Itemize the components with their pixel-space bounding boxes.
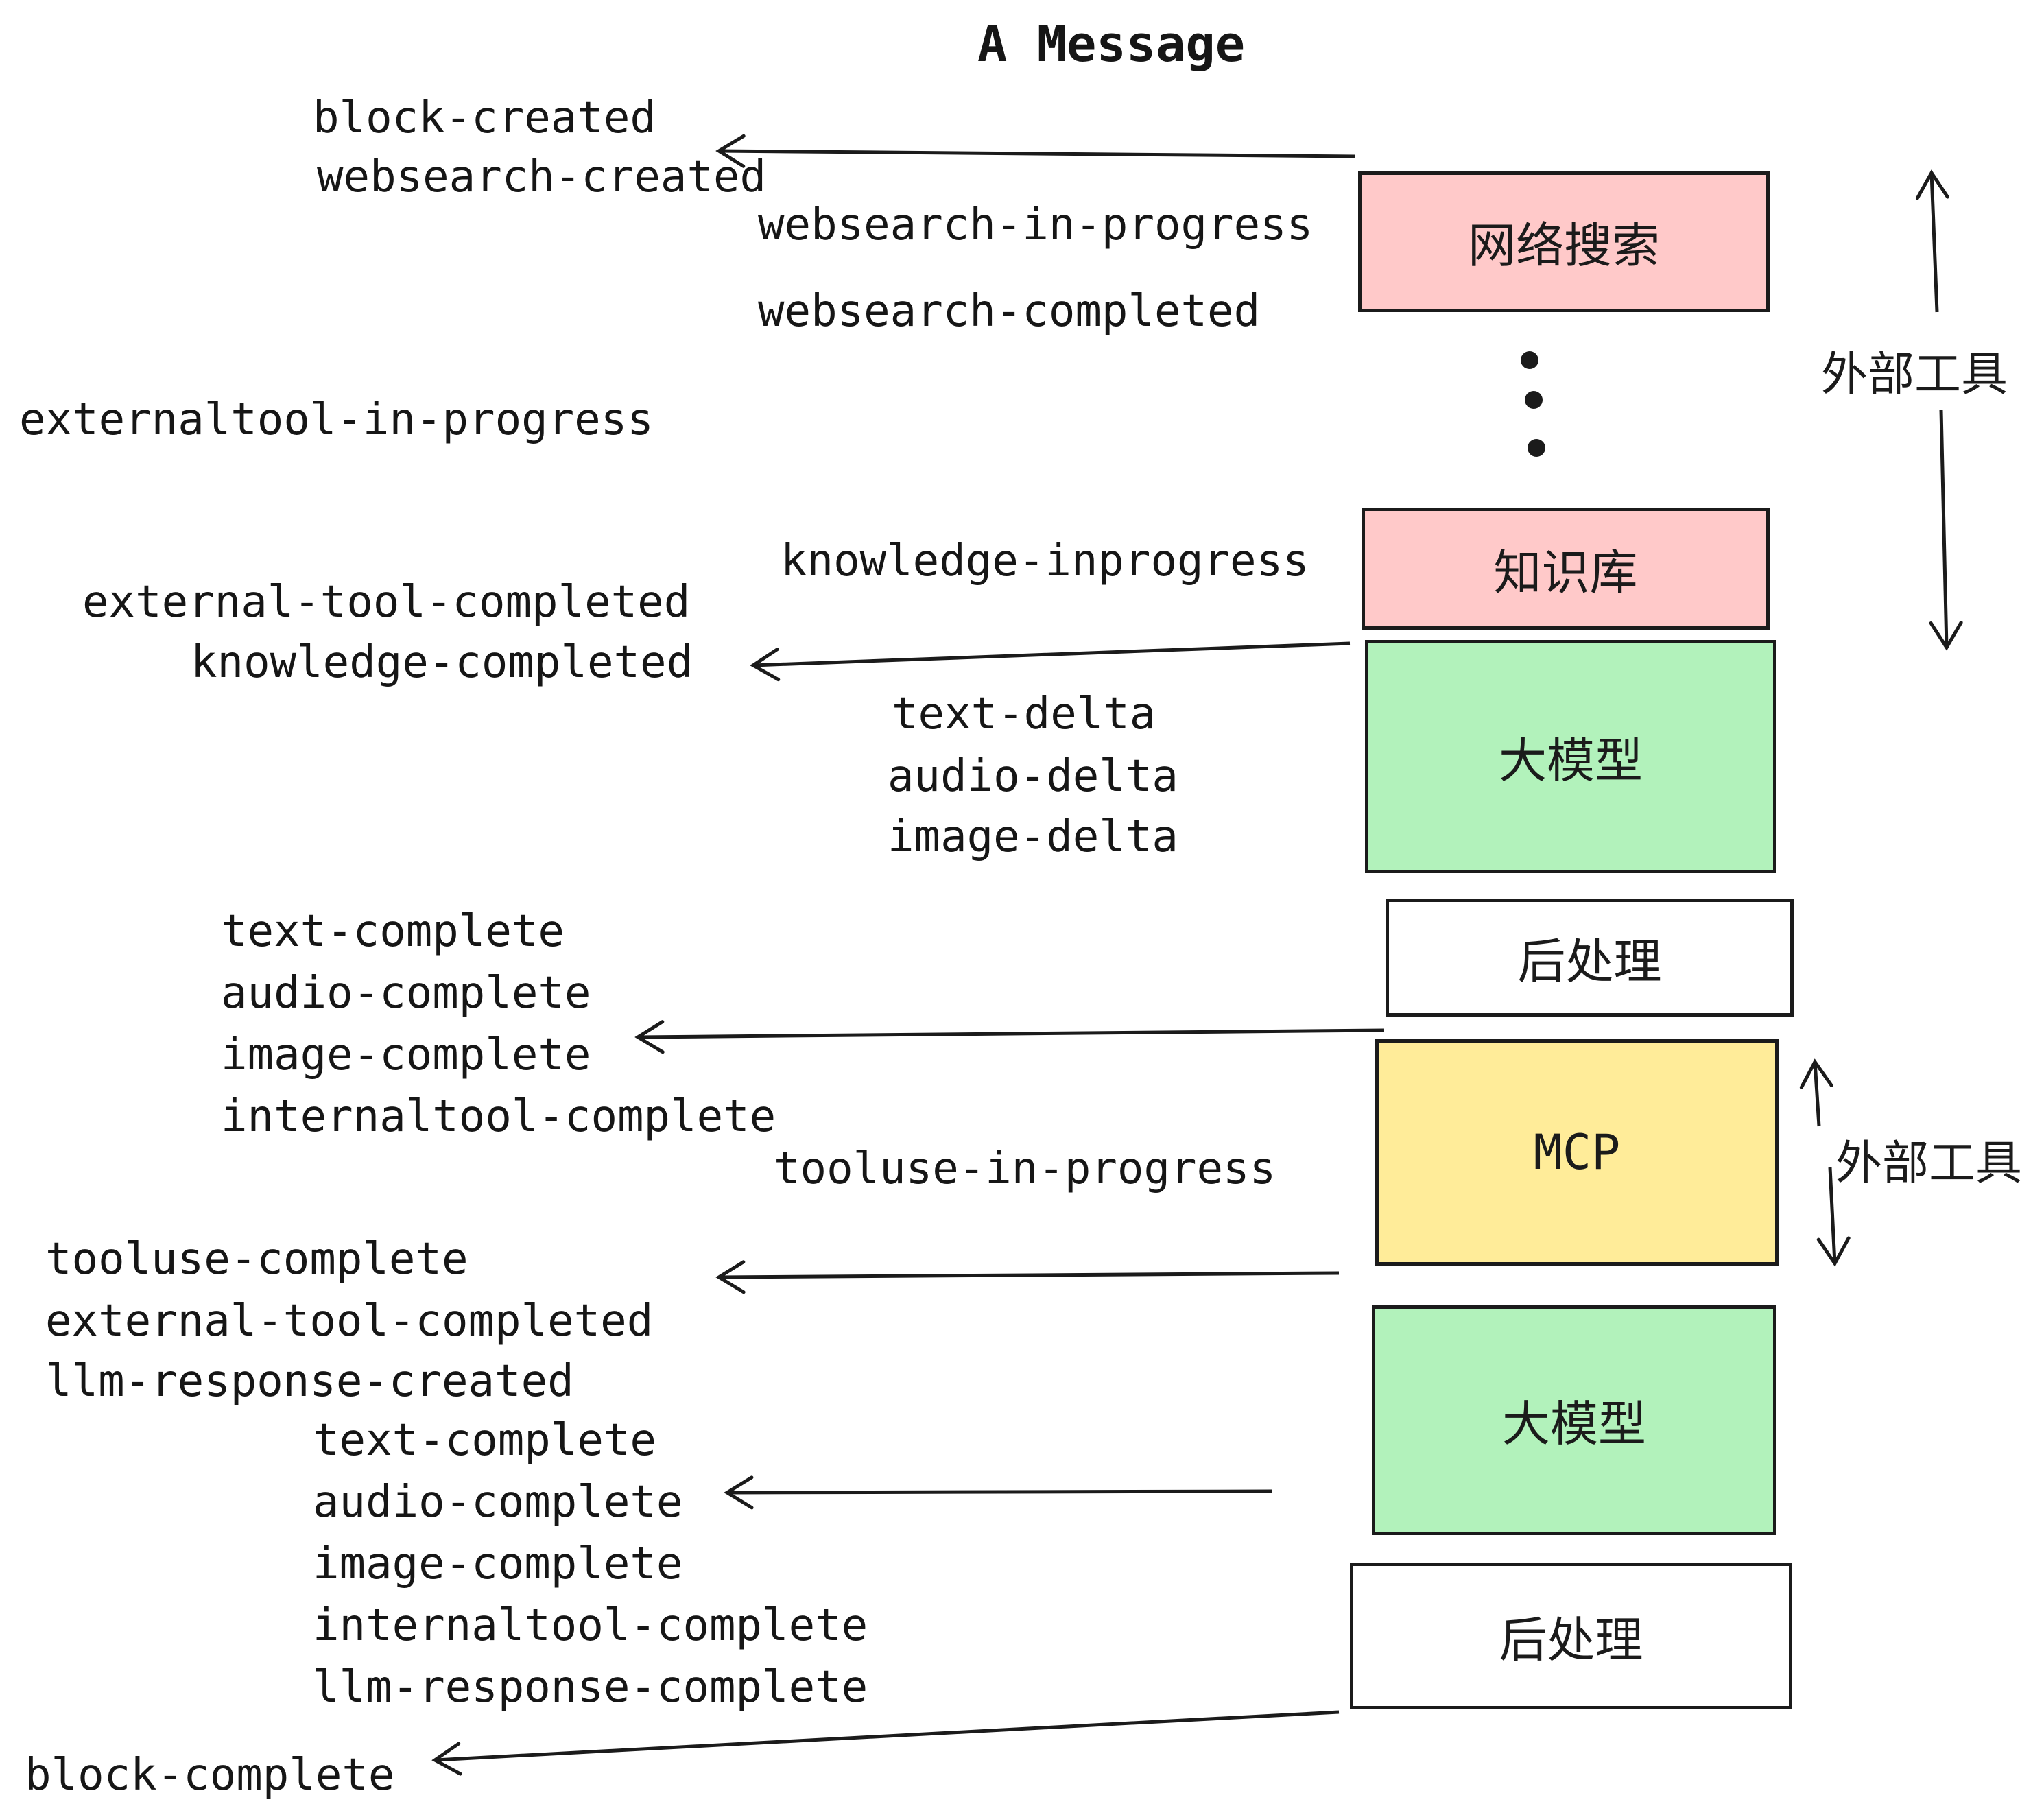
external-tools-mid-down-arrow: [1816, 1167, 1851, 1267]
external-tools-label-top: 外部工具: [1821, 348, 2008, 401]
arrow-llm2-to-audio-complete: [724, 1475, 1273, 1510]
ellipsis-dot: [1521, 351, 1538, 369]
arrow-knowledge-to-completed: [750, 641, 1351, 682]
websearch-box: 网络搜索: [1358, 171, 1770, 312]
llm-box-2-label: 大模型: [1502, 1397, 1646, 1451]
event-label-knowledge-completed: knowledge-completed: [191, 637, 693, 688]
diagram-title: A Message: [977, 15, 1246, 73]
event-label-block-complete: block-complete: [25, 1750, 395, 1801]
mcp-box: MCP: [1375, 1039, 1779, 1266]
arrow-post1-to-complete-list: [634, 1020, 1385, 1054]
llm-box-2: 大模型: [1372, 1305, 1776, 1535]
event-label-internaltool-complete-1: internaltool-complete: [221, 1091, 776, 1142]
event-label-image-complete-2: image-complete: [313, 1539, 683, 1589]
external-tools-top-down-arrow: [1929, 410, 1963, 651]
event-label-audio-complete-2: audio-complete: [313, 1477, 683, 1528]
ellipsis-dot: [1528, 439, 1545, 457]
event-label-text-complete-2: text-complete: [313, 1415, 656, 1466]
event-label-block-created: block-created: [313, 93, 656, 143]
arrow-post2-to-block-complete: [431, 1710, 1340, 1776]
postprocess-box-2-label: 后处理: [1499, 1613, 1643, 1667]
postprocess-box-1-label: 后处理: [1517, 934, 1662, 988]
event-label-llm-response-created: llm-response-created: [45, 1356, 574, 1407]
event-label-websearch-created: websearch-created: [317, 152, 767, 202]
knowledge-box: 知识库: [1362, 508, 1770, 630]
llm-box-1-label: 大模型: [1499, 733, 1643, 787]
event-label-tooluse-complete: tooluse-complete: [45, 1234, 468, 1285]
external-tools-top-up-arrow: [1915, 169, 1949, 313]
external-tools-mid-up-arrow: [1799, 1058, 1833, 1127]
llm-box-1: 大模型: [1365, 640, 1776, 873]
external-tools-label-mid: 外部工具: [1835, 1137, 2023, 1189]
mcp-box-label: MCP: [1533, 1124, 1621, 1180]
event-label-tooluse-in-progress: tooluse-in-progress: [774, 1143, 1276, 1194]
event-label-knowledge-inprogress: knowledge-inprogress: [781, 536, 1309, 586]
event-label-websearch-completed: websearch-completed: [758, 286, 1261, 337]
event-label-audio-complete-1: audio-complete: [221, 968, 591, 1019]
websearch-box-label: 网络搜索: [1468, 219, 1660, 272]
event-label-image-complete-1: image-complete: [221, 1030, 591, 1080]
event-label-externaltool-in-progress: externaltool-in-progress: [19, 394, 654, 445]
arrow-websearch-to-created: [715, 134, 1355, 168]
ellipsis-dot: [1525, 391, 1543, 409]
event-label-image-delta-1: image-delta: [888, 811, 1178, 862]
postprocess-box-1: 后处理: [1386, 899, 1794, 1017]
arrow-mcp-to-tooluse-complete: [715, 1260, 1340, 1294]
event-label-audio-delta-1: audio-delta: [888, 751, 1178, 802]
postprocess-box-2: 后处理: [1350, 1563, 1792, 1709]
event-label-text-complete-1: text-complete: [221, 906, 565, 957]
event-label-internaltool-complete-2: internaltool-complete: [313, 1600, 868, 1651]
event-label-external-tool-completed-1: external-tool-completed: [82, 577, 691, 628]
knowledge-box-label: 知识库: [1493, 545, 1638, 600]
event-label-llm-response-complete: llm-response-complete: [313, 1662, 868, 1713]
event-label-text-delta-1: text-delta: [892, 689, 1156, 739]
event-label-websearch-in-progress: websearch-in-progress: [758, 200, 1314, 250]
event-label-external-tool-completed-2: external-tool-completed: [45, 1296, 654, 1346]
